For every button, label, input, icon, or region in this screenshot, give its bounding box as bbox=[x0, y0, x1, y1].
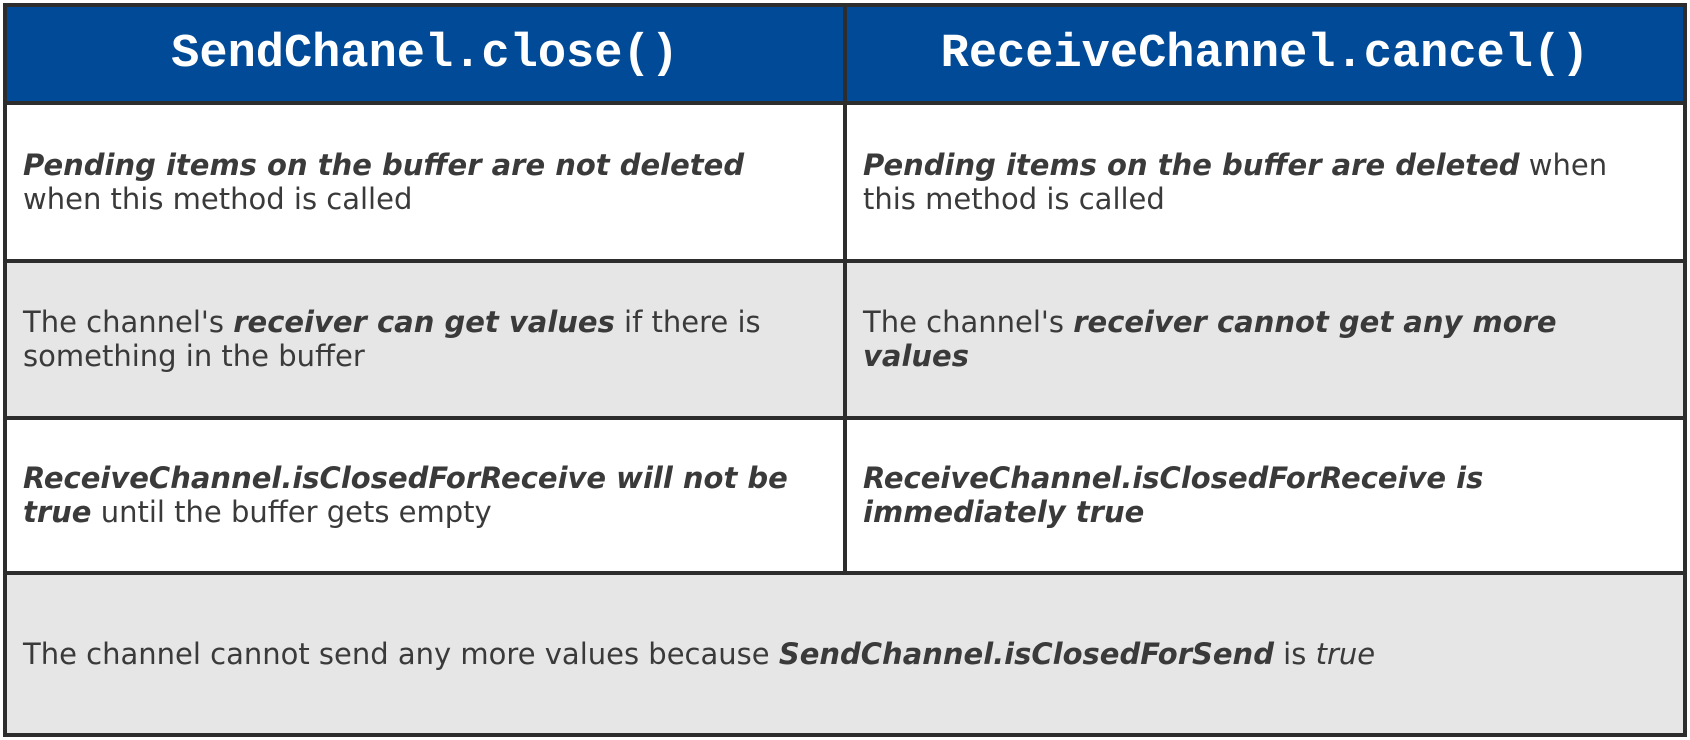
text-segment: Pending items on the buffer are deleted bbox=[863, 147, 1520, 182]
text-segment: The channel cannot send any more values … bbox=[23, 636, 779, 671]
text-segment: SendChannel.isClosedForSend bbox=[778, 636, 1274, 671]
cell-receiver-values-close: The channel's receiver can get values if… bbox=[3, 259, 847, 420]
table-row: The channel's receiver can get values if… bbox=[3, 259, 1687, 420]
text-segment: receiver can get values bbox=[233, 305, 615, 340]
text-segment: when this method is called bbox=[23, 182, 413, 216]
text-segment: ReceiveChannel.isClosedForReceive will n… bbox=[23, 461, 788, 530]
text-segment: when this method is called bbox=[863, 147, 1608, 216]
text-segment: true bbox=[1315, 636, 1376, 671]
text-segment: receiver cannot get any more values bbox=[863, 305, 1557, 374]
cell-isclosedforsend-both: The channel cannot send any more values … bbox=[3, 570, 1687, 738]
text-segment: The channel's bbox=[863, 305, 1074, 340]
comparison-table: SendChanel.close() ReceiveChannel.cancel… bbox=[3, 3, 1687, 738]
text-segment: ReceiveChannel.isClosedForReceive is imm… bbox=[863, 461, 1484, 530]
cell-pending-items-close: Pending items on the buffer are not dele… bbox=[3, 101, 847, 263]
text-segment: is bbox=[1273, 636, 1316, 671]
cell-isclosedforreceive-close: ReceiveChannel.isClosedForReceive will n… bbox=[3, 415, 847, 575]
cell-isclosedforreceive-cancel: ReceiveChannel.isClosedForReceive is imm… bbox=[843, 415, 1687, 575]
table-header-row: SendChanel.close() ReceiveChannel.cancel… bbox=[3, 3, 1687, 105]
text-segment: The channel's bbox=[23, 305, 234, 340]
text-segment: if there is something in the buffer bbox=[23, 305, 761, 374]
table-row: Pending items on the buffer are not dele… bbox=[3, 101, 1687, 263]
table-row-full-width: The channel cannot send any more values … bbox=[3, 570, 1687, 738]
cell-receiver-values-cancel: The channel's receiver cannot get any mo… bbox=[843, 259, 1687, 420]
table-row: ReceiveChannel.isClosedForReceive will n… bbox=[3, 415, 1687, 575]
header-receivechannel-cancel: ReceiveChannel.cancel() bbox=[843, 3, 1687, 105]
text-segment: Pending items on the buffer are not dele… bbox=[23, 147, 745, 182]
cell-pending-items-cancel: Pending items on the buffer are deleted … bbox=[843, 101, 1687, 263]
header-sendchannel-close: SendChanel.close() bbox=[3, 3, 847, 105]
text-segment: until the buffer gets empty bbox=[91, 495, 492, 530]
